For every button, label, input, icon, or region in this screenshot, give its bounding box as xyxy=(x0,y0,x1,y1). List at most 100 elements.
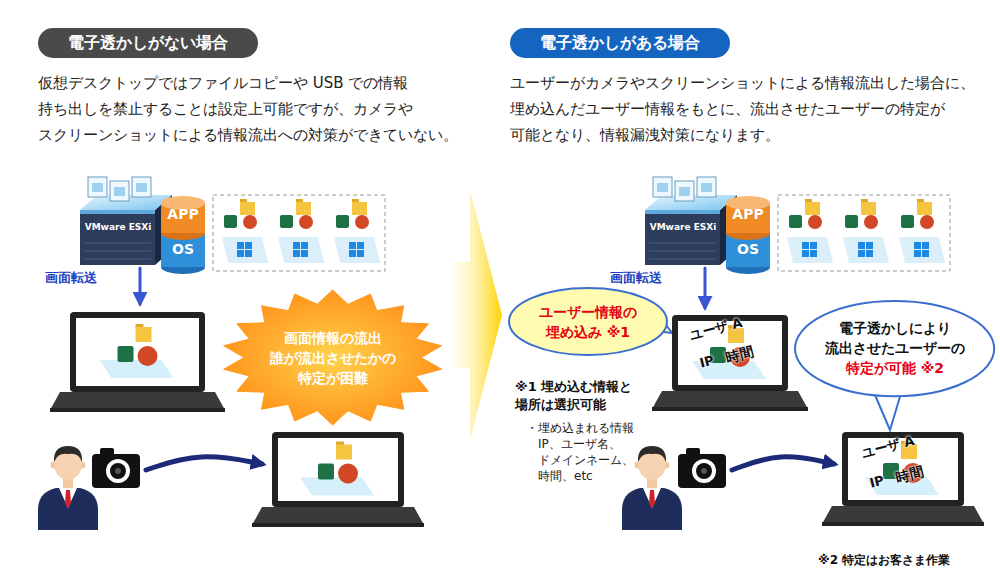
server-illustration xyxy=(653,177,672,197)
server-illustration xyxy=(92,183,103,192)
server-illustration xyxy=(697,177,716,197)
server-illustration xyxy=(301,250,308,257)
camera-icon xyxy=(115,468,121,474)
server-illustration xyxy=(84,243,151,244)
server-illustration xyxy=(136,183,147,192)
server-illustration xyxy=(645,210,720,214)
laptop-illustration xyxy=(252,507,424,525)
node-text: 電子透かしにより 流出させたユーザーの xyxy=(823,318,967,358)
text-group: 画面情報の流出 誰が流出させたかの 特定が困難 xyxy=(268,328,398,388)
server-illustration xyxy=(80,210,155,265)
server-illustration xyxy=(805,202,820,215)
server-illustration xyxy=(114,187,125,196)
text-group: 電子透かしにより 流出させたユーザーの特定が可能 ※2 xyxy=(823,318,967,378)
transfer-arrow xyxy=(139,268,142,304)
person-illustration xyxy=(38,446,98,530)
server-illustration xyxy=(914,242,921,249)
person-illustration xyxy=(59,488,77,508)
server-illustration xyxy=(301,242,308,249)
server-illustration xyxy=(245,250,252,257)
server-illustration xyxy=(80,210,155,214)
laptop-illustration xyxy=(50,408,225,412)
server-illustration xyxy=(845,215,858,228)
person-illustration xyxy=(649,490,655,508)
person-illustration xyxy=(643,488,661,508)
laptop-illustration xyxy=(842,432,964,506)
server-illustration xyxy=(858,250,865,257)
laptop-illustration xyxy=(252,432,424,527)
camera-icon xyxy=(701,468,707,474)
server-illustration xyxy=(299,215,313,229)
laptop-illustration xyxy=(100,360,174,378)
laptop-illustration xyxy=(50,392,225,410)
server-illustration xyxy=(645,210,720,265)
text-group: 電子透かしがある場合 xyxy=(540,33,700,53)
server-illustration xyxy=(843,237,889,263)
camera-icon xyxy=(678,454,726,488)
cylinder-label: APP xyxy=(161,206,205,223)
node-text: ユーザー情報の 埋め込み ※1 xyxy=(532,302,644,342)
server-illustration xyxy=(237,242,244,249)
bubble-outline xyxy=(509,288,667,355)
laptop-illustration xyxy=(318,464,334,480)
server-illustration xyxy=(355,215,369,229)
laptop-illustration xyxy=(118,346,134,362)
server-illustration xyxy=(213,195,385,271)
capture-arrow xyxy=(146,457,262,470)
server-illustration xyxy=(222,237,268,263)
server-illustration xyxy=(245,242,252,249)
server-illustration xyxy=(80,177,385,274)
server-illustration xyxy=(922,242,929,249)
server-illustration xyxy=(240,202,255,215)
server-illustration xyxy=(858,242,865,249)
text-group: ユーザー情報の 埋め込み ※1 xyxy=(532,302,644,342)
laptop-illustration xyxy=(76,318,199,386)
camera-icon xyxy=(92,454,140,488)
server-illustration xyxy=(352,202,367,215)
server-illustration xyxy=(802,242,809,249)
camera-icon xyxy=(110,463,126,479)
description: 仮想デスクトップではファイルコピーや USB での情報 持ち出しを禁止することは… xyxy=(38,70,478,148)
footnote: ※2 特定はお客さま作業 xyxy=(818,552,950,568)
node-text: 特定が可能 ※2 xyxy=(823,358,967,378)
server-illustration xyxy=(675,181,694,201)
cylinder-label: APP xyxy=(726,206,770,223)
camera-icon xyxy=(106,459,130,483)
note-text: ・埋め込まれる情報 xyxy=(526,420,634,436)
server-illustration xyxy=(922,250,929,257)
server-illustration xyxy=(864,215,878,229)
laptop-illustration xyxy=(336,445,352,460)
server-illustration xyxy=(84,251,151,252)
laptop-illustration xyxy=(300,478,374,496)
node-text: 電子透かしがある場合 xyxy=(540,33,700,53)
capture-arrow xyxy=(732,457,834,470)
server-illustration xyxy=(861,202,876,215)
camera-icon xyxy=(678,448,726,488)
bubble-shape xyxy=(508,287,668,356)
server-illustration xyxy=(110,181,129,201)
laptop-illustration xyxy=(50,312,225,412)
server-illustration xyxy=(701,183,712,192)
laptop-illustration xyxy=(652,315,808,411)
server-illustration xyxy=(808,215,822,229)
server-illustration xyxy=(224,215,237,228)
laptop-illustration xyxy=(822,522,984,526)
laptop-illustration xyxy=(338,464,358,484)
server-illustration xyxy=(280,215,293,228)
server-illustration xyxy=(810,250,817,257)
laptop-illustration xyxy=(138,346,158,366)
camera-icon xyxy=(692,459,716,483)
laptop-illustration xyxy=(822,432,984,526)
server-label: VMware ESXi xyxy=(647,222,719,233)
server-illustration xyxy=(293,250,300,257)
server-illustration xyxy=(789,215,802,228)
server-illustration xyxy=(357,250,364,257)
server-illustration xyxy=(914,250,921,257)
server-illustration xyxy=(649,259,716,260)
burst-outline xyxy=(224,290,442,425)
server-illustration xyxy=(802,250,809,257)
camera-icon xyxy=(92,448,140,488)
server-illustration xyxy=(132,177,151,197)
server-illustration xyxy=(296,202,311,215)
laptop-illustration xyxy=(278,438,398,501)
